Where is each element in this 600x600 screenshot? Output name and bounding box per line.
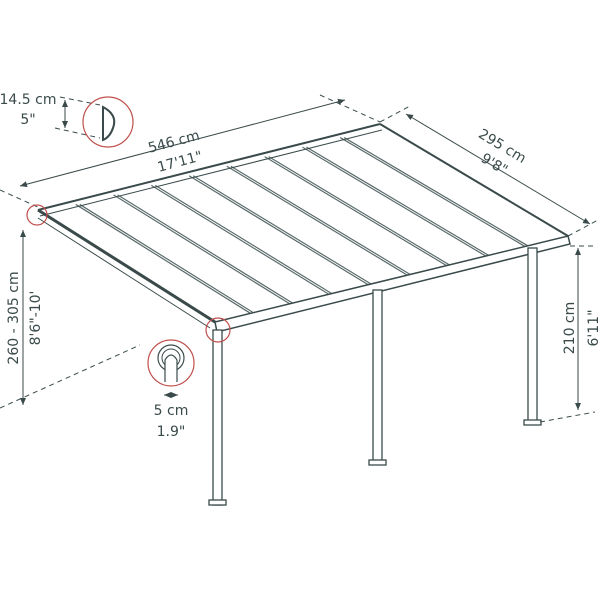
gutter-metric: 14.5 cm bbox=[0, 92, 56, 108]
post-detail-circle bbox=[147, 339, 195, 387]
roof-panel-line bbox=[268, 156, 453, 268]
roof-panel-line bbox=[339, 137, 528, 249]
roof-panel-line bbox=[151, 184, 331, 296]
post-foot bbox=[523, 419, 542, 426]
post-metric: 5 cm bbox=[154, 403, 189, 419]
roof-panel-line bbox=[226, 165, 410, 277]
depth-dimension-line bbox=[405, 113, 591, 225]
gutter-detail-circle bbox=[82, 96, 134, 148]
roof-panel-line bbox=[117, 194, 296, 306]
length-dimension-line bbox=[19, 98, 346, 188]
posts bbox=[208, 247, 542, 506]
post-foot bbox=[208, 499, 227, 506]
wall-height-imperial: 8'6"-10' bbox=[28, 291, 44, 346]
post-foot bbox=[368, 459, 387, 466]
front-height-metric: 210 cm bbox=[562, 302, 578, 355]
roof-panels bbox=[75, 137, 532, 315]
roof-panel-line bbox=[192, 175, 375, 287]
corner-detail-circle bbox=[205, 317, 231, 343]
gutter-imperial: 5" bbox=[20, 112, 35, 128]
wall-height-metric: 260 - 305 cm bbox=[6, 271, 22, 364]
post-front-left bbox=[212, 329, 223, 506]
post-imperial: 1.9" bbox=[157, 424, 186, 440]
detail-callouts bbox=[26, 96, 231, 398]
roof-panel-line bbox=[155, 184, 335, 296]
post-right bbox=[527, 247, 538, 423]
roof-panel-line bbox=[188, 175, 371, 287]
roof-panel-line bbox=[79, 203, 257, 315]
roof-panel-line bbox=[75, 203, 253, 315]
corner-detail-circle bbox=[26, 204, 48, 226]
roof-panel-line bbox=[306, 146, 492, 258]
front-height-imperial: 6'11" bbox=[586, 309, 600, 346]
roof-panel-line bbox=[113, 194, 292, 306]
roof-panel-line bbox=[230, 165, 414, 277]
post-middle bbox=[372, 289, 383, 463]
roof-panel-line bbox=[302, 146, 488, 258]
roof-panel-line bbox=[264, 156, 449, 268]
